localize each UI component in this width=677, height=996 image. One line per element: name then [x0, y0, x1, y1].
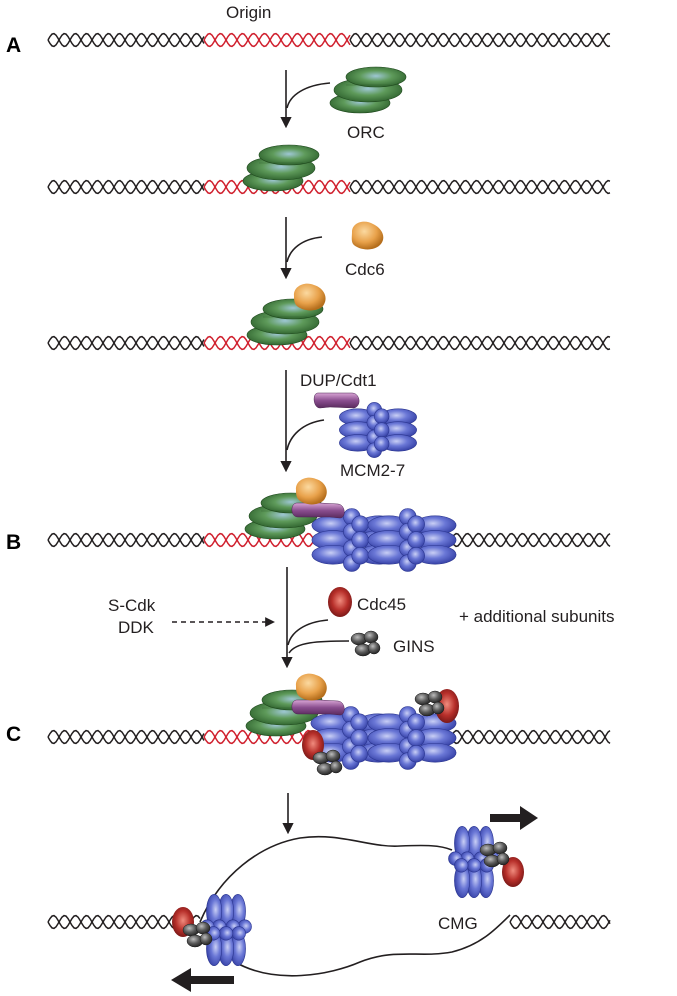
- dna-helix: [439, 532, 611, 548]
- cdc6-protein-bound: [295, 673, 327, 701]
- dna-helix: [47, 32, 205, 48]
- cdt1-protein-free: [313, 392, 360, 409]
- step-arrow-4: [281, 567, 350, 669]
- dna-helix: [47, 532, 205, 548]
- step-arrow-2: [280, 217, 323, 280]
- cdc45-protein-bound: [502, 857, 524, 887]
- fork-direction-arrow-right: [490, 806, 538, 830]
- step-arrow-3: [280, 370, 325, 473]
- mcm2-7-label: MCM2-7: [340, 461, 405, 480]
- replication-bubble-strand: [199, 835, 453, 923]
- origin-dna: [203, 32, 351, 48]
- dup-cdt1-label: DUP/Cdt1: [300, 371, 377, 390]
- gins-complex-bound: [312, 749, 343, 776]
- cdc45-protein-free: [328, 587, 352, 617]
- mcm2-7-double-hexamer-right: [367, 508, 457, 572]
- orc-complex-free: [329, 66, 407, 114]
- dna-helix: [439, 729, 611, 745]
- gins-complex-bound: [414, 690, 445, 717]
- cdc6-protein-bound: [293, 283, 326, 311]
- cmg-label: CMG: [438, 914, 478, 933]
- cdc6-protein-bound: [295, 477, 327, 505]
- gins-complex-bound: [182, 921, 213, 948]
- dna-helix: [47, 335, 205, 351]
- origin-label: Origin: [226, 3, 271, 22]
- dna-helix: [349, 32, 611, 48]
- cdc45-label: Cdc45: [357, 595, 406, 614]
- dna-layer: [47, 32, 611, 930]
- dna-helix: [509, 914, 611, 930]
- dna-helix: [349, 179, 611, 195]
- step-arrow-1: [280, 70, 331, 129]
- ddk-label: DDK: [118, 618, 155, 637]
- cdc6-protein-free: [351, 221, 384, 250]
- cdt1-protein-bound: [291, 502, 345, 519]
- orc-label: ORC: [347, 123, 385, 142]
- cdt1-protein-bound: [291, 699, 345, 716]
- orc-complex-bound: [242, 144, 320, 192]
- gins-complex-bound: [479, 841, 510, 868]
- cdc6-label: Cdc6: [345, 260, 385, 279]
- panel-label-b: B: [6, 531, 21, 554]
- replication-bubble-strand: [234, 914, 511, 977]
- panel-label-a: A: [6, 34, 21, 57]
- dna-helix: [47, 729, 205, 745]
- mcm2-7-complex-free: [339, 402, 417, 458]
- gins-complex-free: [350, 630, 381, 657]
- panel-label-c: C: [6, 723, 21, 746]
- orc-complex-bound: [246, 298, 324, 346]
- gins-label: GINS: [393, 637, 435, 656]
- fork-direction-arrow-left: [171, 968, 234, 992]
- dna-helix: [349, 335, 611, 351]
- s-cdk-label: S-Cdk: [108, 596, 156, 615]
- dna-helix: [47, 179, 205, 195]
- additional-subunits-label: + additional subunits: [459, 607, 614, 626]
